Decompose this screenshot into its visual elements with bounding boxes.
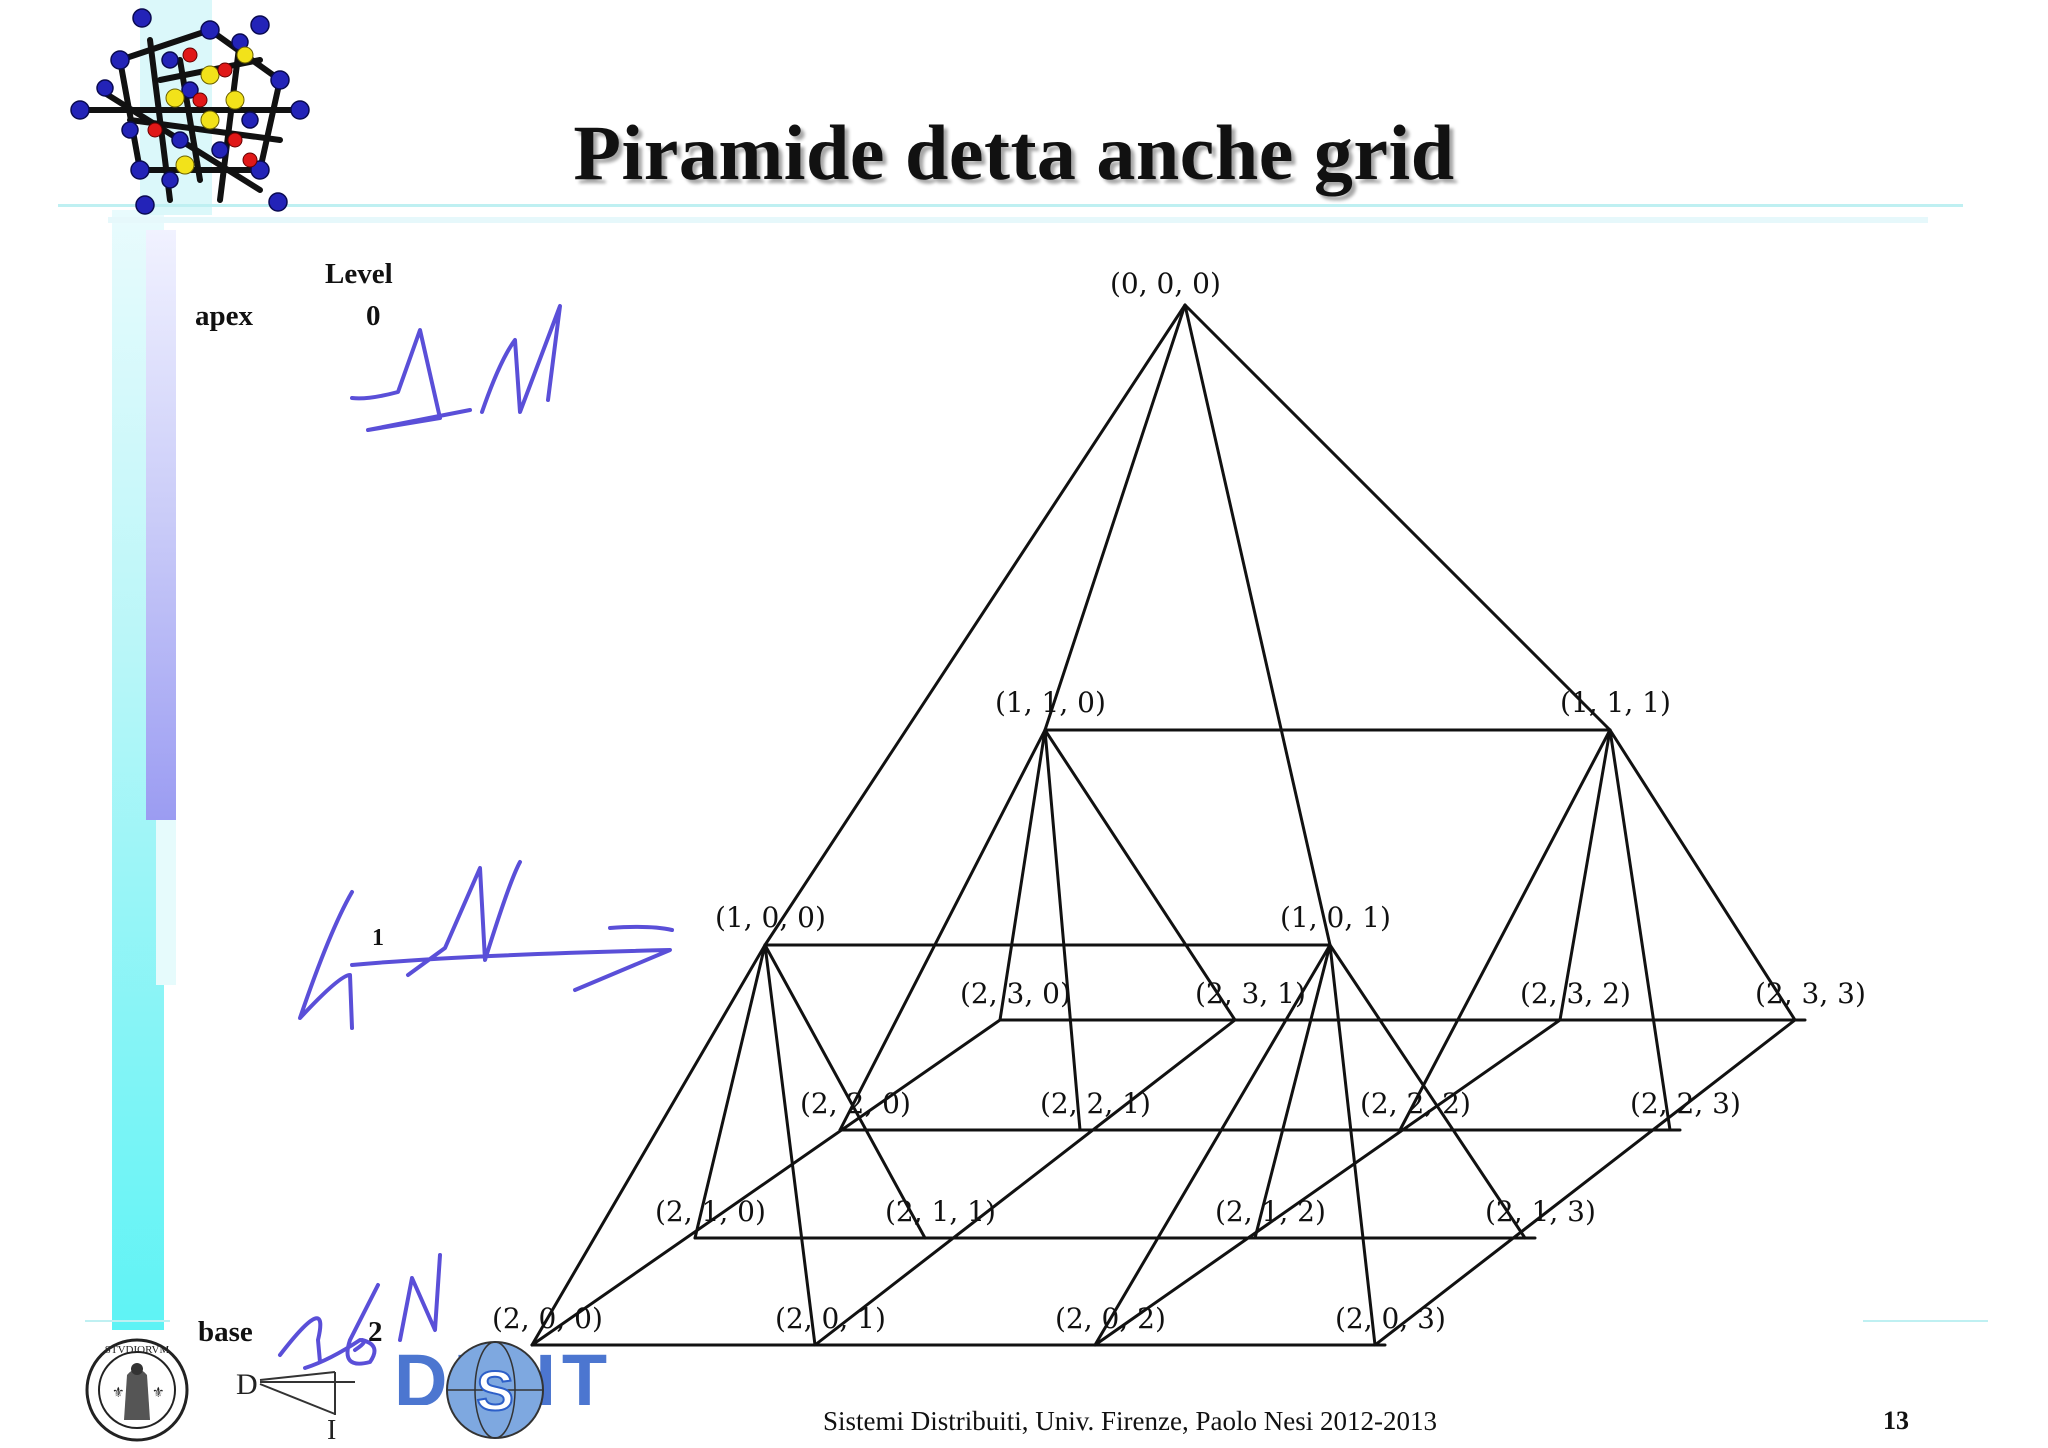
edge-apex-to-level1 xyxy=(1183,303,1332,947)
page-number: 13 xyxy=(1883,1406,1909,1435)
edge-level1-to-level2 xyxy=(1608,728,1672,1132)
edge-level1-to-level2 xyxy=(1328,943,1377,1347)
node-level2: (2, 0, 1) xyxy=(775,1302,886,1335)
edge-level1-to-level2 xyxy=(838,728,1047,1132)
title-divider-shadow xyxy=(108,217,1928,223)
node-level2: (2, 2, 3) xyxy=(1630,1087,1741,1120)
node-level2: (2, 0, 2) xyxy=(1055,1302,1166,1335)
node-level1: (1, 1, 1) xyxy=(1560,686,1671,719)
node-level2: (2, 3, 1) xyxy=(1195,977,1306,1010)
edge-level1-to-level2 xyxy=(1328,943,1527,1240)
decor-bar-purple xyxy=(146,230,176,820)
node-level2: (2, 1, 0) xyxy=(655,1195,766,1228)
title-divider xyxy=(58,204,1963,207)
handwriting-middle-note xyxy=(298,860,674,1030)
dept-logo-i: I xyxy=(327,1415,337,1446)
node-level2: (2, 3, 2) xyxy=(1520,977,1631,1010)
edge-level1-to-level2 xyxy=(998,728,1047,1022)
edge-level2-depth xyxy=(530,1018,1002,1347)
node-apex: (0, 0, 0) xyxy=(1110,267,1221,300)
dept-logo-arrows xyxy=(259,1371,355,1415)
handwriting-apex-note xyxy=(350,304,562,432)
edge-apex-to-level1 xyxy=(763,303,1187,947)
node-level1: (1, 1, 0) xyxy=(995,686,1106,719)
edge-level1-to-level2 xyxy=(1253,943,1332,1240)
decor-bar-light xyxy=(156,820,176,985)
svg-text:⚜: ⚜ xyxy=(112,1386,125,1401)
edge-level1-to-level2 xyxy=(530,943,767,1347)
base-level-number: 2 xyxy=(368,1316,383,1348)
node-level2: (2, 2, 2) xyxy=(1360,1087,1471,1120)
dept-logo-d: D xyxy=(236,1368,258,1401)
edge-apex-to-level1 xyxy=(1183,303,1612,732)
globe-logo: S xyxy=(446,1341,544,1439)
edge-level1-to-level2 xyxy=(1398,728,1612,1132)
edge-level1-to-level2 xyxy=(1093,943,1332,1347)
edge-level1-to-level2 xyxy=(1608,728,1797,1022)
edge-level2-depth xyxy=(1093,1018,1562,1347)
footer-divider-left xyxy=(85,1320,170,1322)
footer-divider-right xyxy=(1863,1320,1988,1322)
edge-level1-to-level2 xyxy=(693,943,767,1240)
footer-credit: Sistemi Distribuiti, Univ. Firenze, Paol… xyxy=(823,1406,1437,1436)
node-level2: (2, 2, 0) xyxy=(800,1087,911,1120)
edge-level2-depth xyxy=(1373,1018,1797,1347)
node-level2: (2, 0, 3) xyxy=(1335,1302,1446,1335)
node-level1: (1, 0, 0) xyxy=(715,901,826,934)
edge-level1-to-level2 xyxy=(1043,728,1237,1022)
university-seal-logo: STVDIORVM ⚜ ⚜ xyxy=(85,1338,189,1442)
node-level2: (2, 1, 3) xyxy=(1485,1195,1596,1228)
node-level2: (2, 0, 0) xyxy=(492,1302,603,1335)
edge-level1-to-level2 xyxy=(763,943,927,1240)
middle-level-number: 1 xyxy=(372,925,384,951)
edge-level1-to-level2 xyxy=(1558,728,1612,1022)
apex-level-number: 0 xyxy=(366,300,381,332)
node-level2: (2, 3, 0) xyxy=(960,977,1071,1010)
edge-level1-to-level2 xyxy=(763,943,817,1347)
apex-label: apex xyxy=(195,300,253,332)
node-level2: (2, 1, 1) xyxy=(885,1195,996,1228)
node-level2: (2, 1, 2) xyxy=(1215,1195,1326,1228)
slide-title: Piramide detta anche grid xyxy=(573,109,1455,196)
molecule-logo xyxy=(70,8,310,215)
node-level2: (2, 3, 3) xyxy=(1755,977,1866,1010)
node-level1: (1, 0, 1) xyxy=(1280,901,1391,934)
svg-text:⚜: ⚜ xyxy=(152,1386,165,1401)
handwriting-base-note xyxy=(278,1253,442,1370)
svg-text:S: S xyxy=(476,1359,513,1422)
base-label: base xyxy=(198,1316,253,1348)
edge-apex-to-level1 xyxy=(1043,303,1187,732)
level-header: Level xyxy=(325,258,393,290)
edge-level2-depth xyxy=(813,1018,1237,1347)
node-level2: (2, 2, 1) xyxy=(1040,1087,1151,1120)
edge-level1-to-level2 xyxy=(1043,728,1082,1132)
svg-text:STVDIORVM: STVDIORVM xyxy=(105,1344,170,1356)
